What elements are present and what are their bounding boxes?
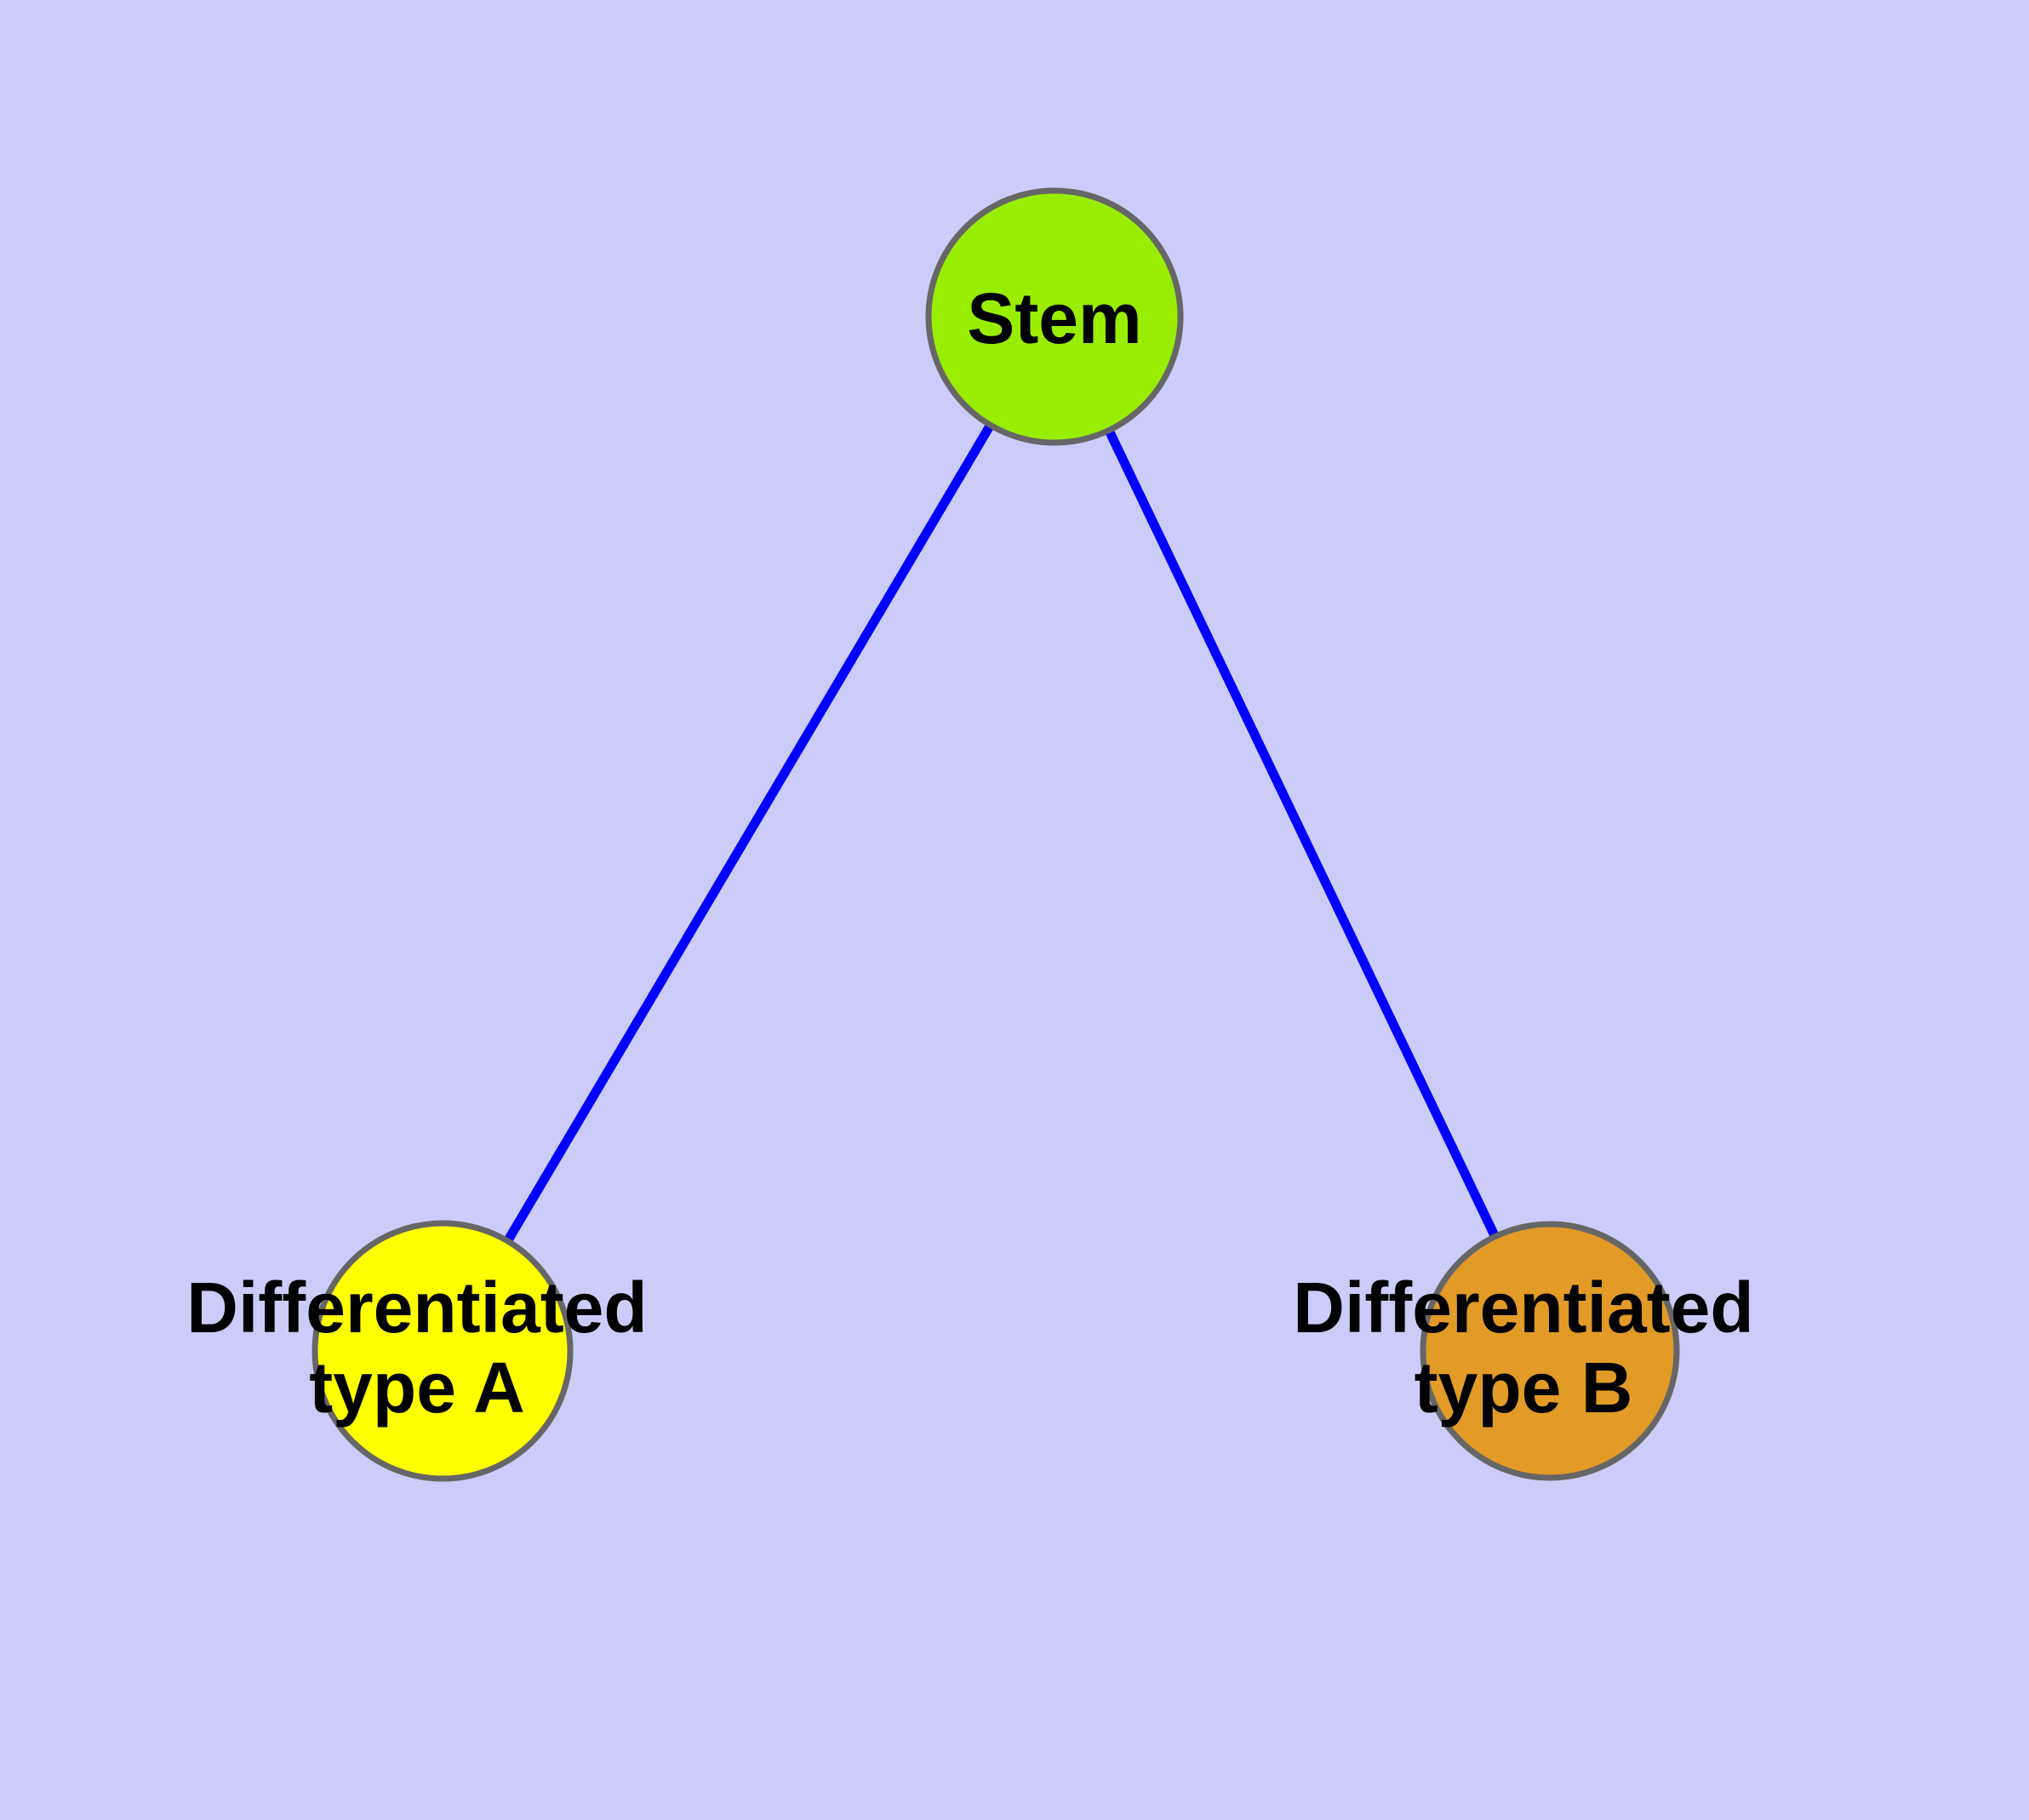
node-stem[interactable]: [925, 187, 1184, 446]
edges-layer: [438, 314, 1554, 1354]
node-diff-a[interactable]: [311, 1220, 574, 1482]
nodes-layer: [311, 187, 1680, 1482]
edge-stem-to-b[interactable]: [1050, 314, 1554, 1354]
edge-stem-to-a[interactable]: [438, 314, 1059, 1354]
node-diff-b[interactable]: [1420, 1221, 1680, 1481]
